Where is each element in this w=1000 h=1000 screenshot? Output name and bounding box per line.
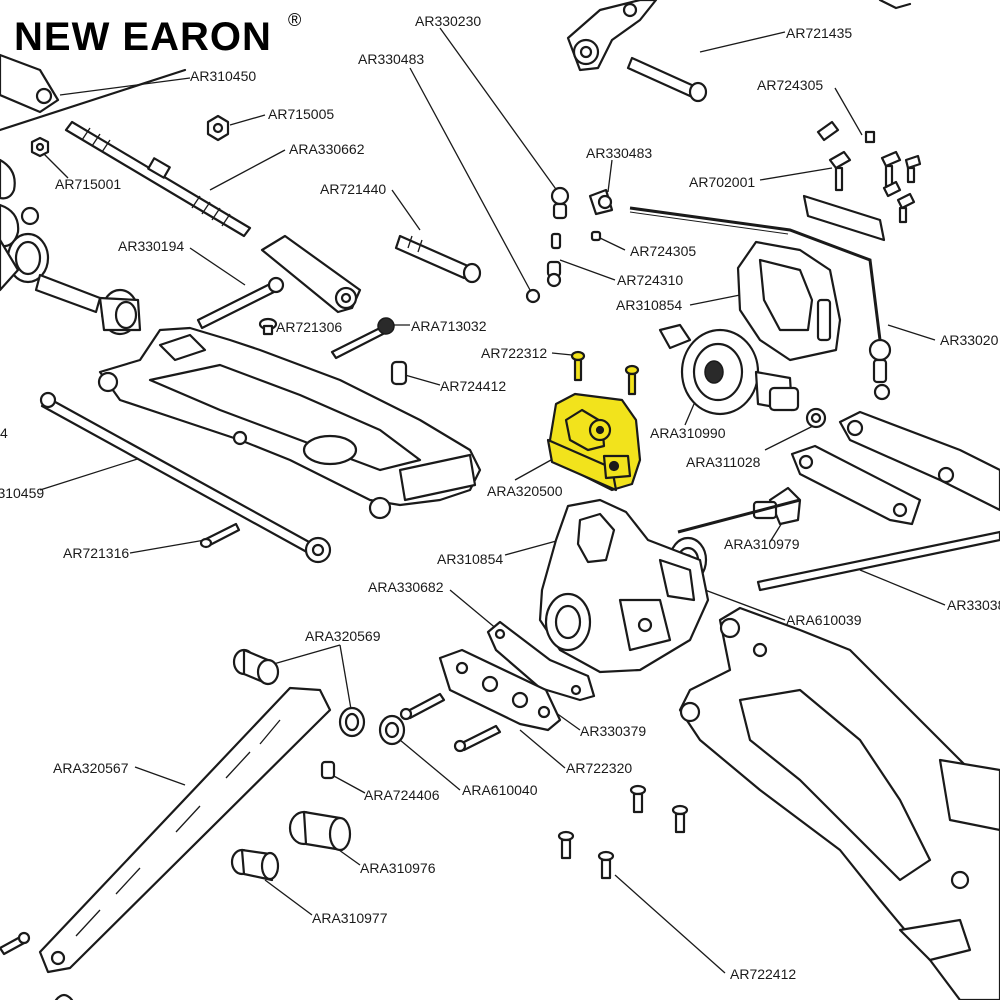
label-ar33038-cut: AR33038 <box>947 597 1000 613</box>
rod-end-link <box>260 234 362 314</box>
clip-top-right <box>878 0 912 10</box>
hinge-pin-ar33038 <box>756 530 1000 592</box>
highlighted-part-ara320500[interactable] <box>546 392 642 492</box>
label-ar724305-top: AR724305 <box>757 77 823 93</box>
label-ar721435: AR721435 <box>786 25 852 41</box>
screws-ar722312 <box>570 350 640 396</box>
gearbox-top-ar310854 <box>736 240 842 362</box>
nut-ara311028 <box>805 407 827 429</box>
link-ar330483 <box>588 188 614 242</box>
sway-link-right <box>868 338 892 401</box>
label-ar330230: AR330230 <box>415 13 481 29</box>
label-ar724310: AR724310 <box>617 272 683 288</box>
gearbox-lower-ar310854 <box>538 498 710 674</box>
label-ara724406: ARA724406 <box>364 787 440 803</box>
nut-ar715005 <box>206 114 230 142</box>
label-ar310854-top: AR310854 <box>616 297 682 313</box>
label-ar721306: AR721306 <box>276 319 342 335</box>
label-ara320500: ARA320500 <box>487 483 563 499</box>
rail-ara320567 <box>38 686 332 974</box>
suspension-block-ar330379 <box>438 648 562 732</box>
ball-end-ar330230 <box>525 186 570 304</box>
outdrive-shaft <box>34 273 142 336</box>
pin-ara713032 <box>330 317 395 360</box>
driveshaft-ar310459 <box>39 391 332 564</box>
label-ara320567: ARA320567 <box>53 760 129 776</box>
plate-ar702001 <box>802 194 886 242</box>
label-ar330379: AR330379 <box>580 723 646 739</box>
lower-arm-left <box>97 326 482 520</box>
lower-arm-right <box>678 606 1000 1000</box>
left-bearing-stack <box>0 158 50 292</box>
bolt-ar721435 <box>626 56 708 103</box>
label-ar702001: AR702001 <box>689 174 755 190</box>
label-left-cut: 4 <box>0 425 8 441</box>
label-ar724412: AR724412 <box>440 378 506 394</box>
top-bellcrank <box>566 0 658 72</box>
cup-ara310977 <box>230 848 280 882</box>
pin-ar721316 <box>199 522 241 549</box>
brand-logo: NEW EARON <box>14 15 272 59</box>
screws-ar724305 <box>816 120 922 224</box>
label-ara330682: ARA330682 <box>368 579 444 595</box>
screw-bottom-left <box>0 931 74 1000</box>
label-ar722320: AR722320 <box>566 760 632 776</box>
label-ara713032: ARA713032 <box>411 318 487 334</box>
plate-ara330682 <box>486 620 596 702</box>
hinge-pin-ar330194 <box>196 276 285 330</box>
label-ar715001: AR715001 <box>55 176 121 192</box>
label-ar310450: AR310450 <box>190 68 256 84</box>
label-ara310976: ARA310976 <box>360 860 436 876</box>
registered-mark: ® <box>288 10 301 30</box>
threaded-rod-ara330662 <box>64 120 252 238</box>
label-ara610040: ARA610040 <box>462 782 538 798</box>
differential-ara310990 <box>658 323 800 416</box>
label-ar722412: AR722412 <box>730 966 796 982</box>
label-ar33020-cut: AR33020 <box>940 332 999 348</box>
suspension-mount-right <box>790 410 1000 526</box>
label-ara330662: ARA330662 <box>289 141 365 157</box>
label-ar715005: AR715005 <box>268 106 334 122</box>
label-ara320569: ARA320569 <box>305 628 381 644</box>
label-ar330483-top: AR330483 <box>358 51 424 67</box>
label-ar724305-mid: AR724305 <box>630 243 696 259</box>
part-labels: AR330230 AR721435 AR330483 AR310450 AR72… <box>0 13 1000 982</box>
label-ara610039: ARA610039 <box>786 612 862 628</box>
label-ara310979: ARA310979 <box>724 536 800 552</box>
label-ar310854-low: AR310854 <box>437 551 503 567</box>
label-ar722312: AR722312 <box>481 345 547 361</box>
sleeve-ar724412 <box>390 360 408 386</box>
sway-bar-wire <box>629 206 882 341</box>
screws-ar722320 <box>399 692 502 753</box>
screw-ar721306 <box>258 317 278 336</box>
label-ar330194: AR330194 <box>118 238 184 254</box>
nut-ar715001 <box>30 136 50 158</box>
sleeve-ara724406 <box>320 760 336 780</box>
label-ar330483-mid: AR330483 <box>586 145 652 161</box>
bolt-ar721440 <box>394 234 482 284</box>
label-ara311028: ARA311028 <box>686 454 761 470</box>
bearing-ara610040 <box>378 714 406 746</box>
label-ar310459: AR310459 <box>0 485 44 501</box>
screws-ar722412 <box>557 784 689 880</box>
label-ar721440: AR721440 <box>320 181 386 197</box>
upper-left-arm-fragment <box>0 53 187 132</box>
cup-ara310976 <box>288 810 352 852</box>
label-ar721316: AR721316 <box>63 545 129 561</box>
bushings-ara320569 <box>232 648 366 738</box>
label-ara310990: ARA310990 <box>650 425 726 441</box>
label-ara310977: ARA310977 <box>312 910 388 926</box>
